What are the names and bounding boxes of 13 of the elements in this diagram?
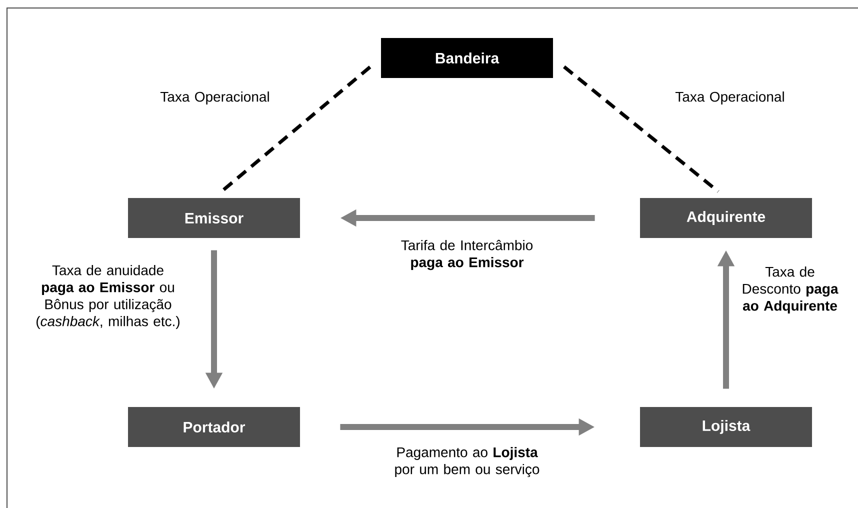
edge-label: Taxa Operacional (675, 91, 784, 105)
edge-label: Taxa de Desconto paga ao Adquirente (742, 266, 838, 314)
edge-label: Tarifa de Intercâmbio paga ao Emissor (401, 240, 533, 270)
edge-label: Pagamento ao Lojista por um bem ou serviço (395, 446, 540, 478)
process-box: Bandeira (381, 38, 553, 78)
edge-label: Taxa de anuidade paga ao Emissor ou Bônus por utilização (cashback, milhas etc.) (36, 264, 180, 330)
process-box: Adquirente (640, 198, 812, 238)
dashed-line (563, 65, 720, 193)
dashed-line (220, 66, 372, 193)
edge-label: Taxa Operacional (160, 91, 269, 105)
process-box: Emissor (128, 198, 300, 238)
process-box: Portador (128, 407, 300, 447)
process-box: Lojista (640, 407, 812, 447)
